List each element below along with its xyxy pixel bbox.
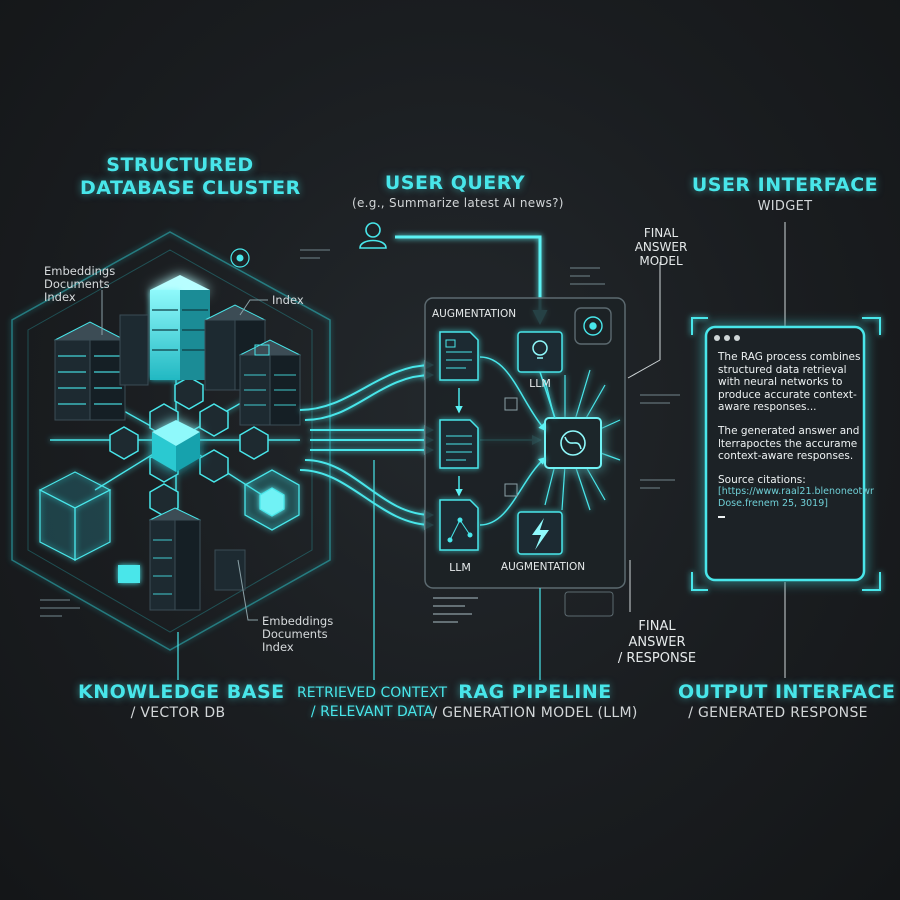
final-model-line3: MODEL: [639, 254, 683, 268]
decorative-data-bars: [40, 249, 680, 617]
graph-document-icon: [439, 499, 479, 551]
rag-pipeline-panel: [424, 297, 626, 680]
output-flow: [604, 222, 786, 678]
retrieved-line2: / RELEVANT DATA: [310, 704, 434, 720]
callout-top-line2: Documents: [44, 277, 110, 291]
final-model-line1: FINAL: [643, 226, 679, 240]
callout-embeddings-top: Embeddings Documents Index: [44, 265, 115, 304]
augmentation-bottom-label: AUGMENTATION: [500, 561, 586, 573]
cluster-title-line2: DATABASE CLUSTER: [80, 177, 301, 199]
retrieved-context-label: RETRIEVED CONTEXT / RELEVANT DATA: [292, 684, 452, 722]
rag-pipeline-subtitle: / GENERATION MODEL (LLM): [432, 705, 638, 721]
document-icon: [439, 419, 479, 469]
user-query-flow: [359, 222, 548, 325]
final-response-line3: / RESPONSE: [617, 651, 697, 666]
callout-top-line1: Embeddings: [44, 264, 116, 278]
server-tower-top-glowing: [119, 275, 210, 386]
user-interface-title: USER INTERFACE: [691, 174, 879, 196]
knowledge-base-subtitle: / VECTOR DB: [130, 705, 226, 721]
final-answer-model-label: FINAL ANSWER MODEL: [626, 226, 696, 268]
final-response-line2: ANSWER: [628, 635, 686, 650]
output-interface-title: OUTPUT INTERFACE: [678, 681, 896, 703]
knowledge-base-title: KNOWLEDGE BASE: [78, 681, 285, 703]
final-model-line2: ANSWER: [634, 240, 688, 254]
wireframe-cube-right: [244, 469, 300, 531]
response-paragraph-1: The RAG process combines structured data…: [718, 351, 861, 414]
wireframe-cube-left: [38, 471, 112, 561]
callout-bottom-line2: Documents: [262, 627, 328, 641]
cluster-title: STRUCTURED DATABASE CLUSTER: [80, 154, 301, 200]
callout-bottom-line3: Index: [262, 640, 294, 654]
user-icon: [359, 222, 387, 249]
server-stack-top-left: [53, 321, 127, 421]
output-widget-frame: [691, 317, 881, 591]
server-tower-bottom: [118, 507, 246, 611]
cluster-title-line1: STRUCTURED: [106, 154, 254, 176]
augmentation-top-label: AUGMENTATION: [432, 308, 517, 320]
callout-index: Index: [272, 293, 304, 307]
rag-pipeline-title: RAG PIPELINE: [458, 681, 612, 703]
radar-icon: [230, 248, 250, 268]
callout-embeddings-bottom: Embeddings Documents Index: [262, 615, 333, 654]
user-interface-subtitle: WIDGET: [757, 199, 813, 214]
server-stack-top-right: [203, 304, 302, 426]
final-answer-response-label: FINAL ANSWER / RESPONSE: [612, 619, 702, 667]
callout-bottom-line1: Embeddings: [262, 614, 334, 628]
generated-response-text: The RAG process combines structured data…: [718, 351, 874, 522]
source-citation-link[interactable]: [https://www.raal21.blenonеotwr Dose.fre…: [718, 486, 874, 509]
lightning-icon: [517, 511, 563, 555]
lightbulb-icon: [517, 331, 563, 373]
text-cursor: [718, 516, 725, 519]
output-interface-subtitle: / GENERATED RESPONSE: [688, 705, 868, 721]
response-paragraph-2: The generated answer and lterrapoctes th…: [718, 424, 860, 463]
neural-chip-icon: [544, 369, 621, 511]
llm-top-label: LLM: [529, 377, 551, 390]
document-icon: [439, 331, 479, 381]
source-citations-label: Source citations:: [718, 473, 806, 486]
user-query-example: (e.g., Summarize latest AI news?): [352, 196, 564, 210]
user-query-title: USER QUERY: [384, 172, 526, 194]
retrieved-line1: RETRIEVED CONTEXT: [296, 685, 448, 701]
knowledge-base-cluster: [11, 205, 331, 680]
callout-top-line3: Index: [44, 290, 76, 304]
final-response-line1: FINAL: [638, 619, 676, 634]
llm-bottom-label: LLM: [449, 561, 471, 574]
